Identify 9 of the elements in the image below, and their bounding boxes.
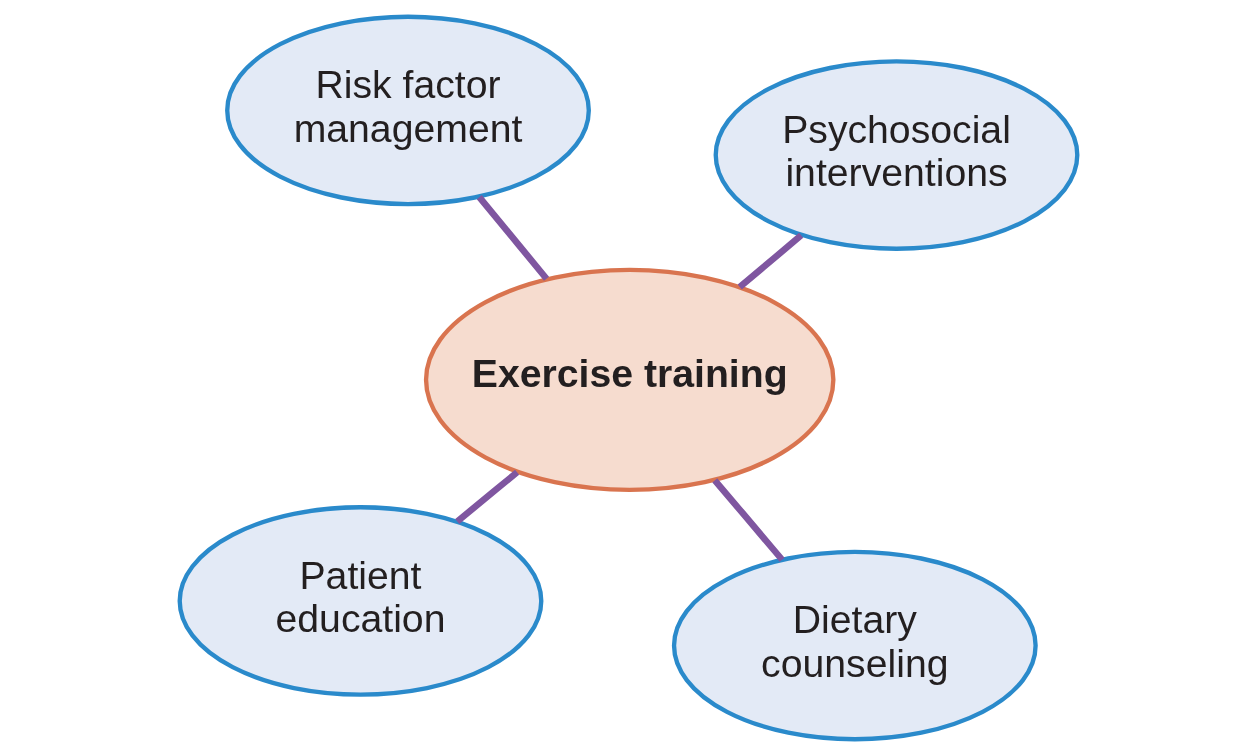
node-ellipse: Risk factor management	[225, 14, 591, 207]
node-ellipse: Dietary counseling	[671, 549, 1038, 742]
node-ellipse: Exercise training	[423, 267, 836, 492]
node-ellipse: Patient education	[177, 505, 544, 697]
connector	[737, 232, 804, 290]
connector	[455, 469, 520, 524]
node-ellipse: Psychosocial interventions	[713, 59, 1080, 251]
connector	[712, 478, 785, 562]
connector	[476, 195, 550, 281]
